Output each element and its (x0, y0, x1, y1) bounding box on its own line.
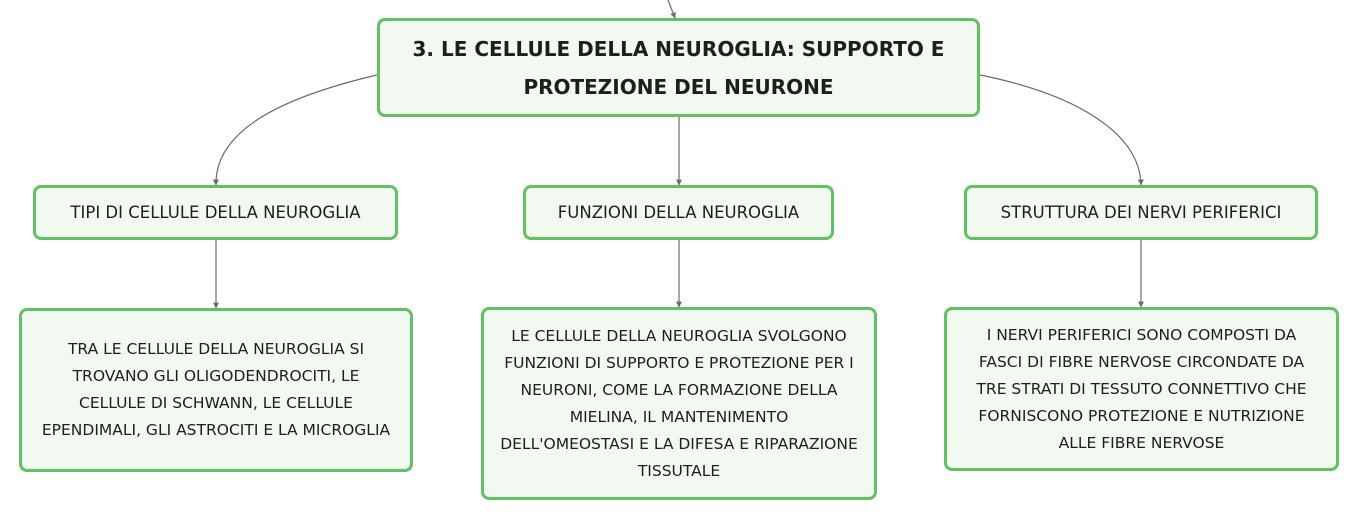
detail-line: DELL'OMEOSTASI E LA DIFESA E RIPARAZIONE (500, 434, 858, 453)
detail-line: FASCI DI FIBRE NERVOSE CIRCONDATE DA (978, 352, 1305, 371)
detail-text: I NERVI PERIFERICI SONO COMPOSTI DA FASC… (976, 322, 1306, 457)
detail-node-struttura-nervi[interactable]: I NERVI PERIFERICI SONO COMPOSTI DA FASC… (944, 307, 1339, 471)
detail-node-funzioni[interactable]: LE CELLULE DELLA NEUROGLIA SVOLGONO FUNZ… (481, 307, 877, 500)
detail-line: TRA LE CELLULE DELLA NEUROGLIA SI (67, 340, 365, 358)
root-title: 3. LE CELLULE DELLA NEUROGLIA: SUPPORTO … (413, 30, 945, 106)
topic-label: TIPI DI CELLULE DELLA NEUROGLIA (70, 203, 361, 222)
detail-line: LE CELLULE DELLA NEUROGLIA SVOLGONO (511, 326, 847, 345)
detail-line: TROVANO GLI OLIGODENDROCITI, LE (72, 367, 360, 385)
detail-line: CELLULE DI SCHWANN, LE CELLULE (79, 394, 353, 412)
topic-label: STRUTTURA DEI NERVI PERIFERICI (1000, 203, 1282, 222)
detail-text: LE CELLULE DELLA NEUROGLIA SVOLGONO FUNZ… (500, 323, 858, 485)
detail-line: FUNZIONI DI SUPPORTO E PROTEZIONE PER I (504, 353, 854, 372)
topic-node-tipi-di-cellule[interactable]: TIPI DI CELLULE DELLA NEUROGLIA (33, 185, 398, 240)
root-node[interactable]: 3. LE CELLULE DELLA NEUROGLIA: SUPPORTO … (377, 18, 980, 117)
root-title-line: PROTEZIONE DEL NEURONE (523, 74, 834, 99)
topic-label: FUNZIONI DELLA NEUROGLIA (557, 203, 800, 222)
connector-root-to-topic-3 (979, 74, 1144, 186)
topic-node-funzioni[interactable]: FUNZIONI DELLA NEUROGLIA (523, 185, 834, 240)
detail-node-tipi-di-cellule[interactable]: TRA LE CELLULE DELLA NEUROGLIA SI TROVAN… (19, 308, 413, 472)
connector-root-to-topic-1 (212, 74, 378, 186)
detail-line: MIELINA, IL MANTENIMENTO (569, 407, 789, 426)
detail-line: TISSUTALE (637, 461, 721, 480)
detail-line: ALLE FIBRE NERVOSE (1058, 433, 1225, 452)
detail-line: EPENDIMALI, GLI ASTROCITI E LA MICROGLIA (41, 421, 391, 439)
detail-line: NEURONI, COME LA FORMAZIONE DELLA (520, 380, 838, 399)
topic-node-struttura-nervi[interactable]: STRUTTURA DEI NERVI PERIFERICI (964, 185, 1318, 240)
connector-parent-to-root (667, 0, 676, 19)
root-title-line: 3. LE CELLULE DELLA NEUROGLIA: SUPPORTO … (412, 36, 945, 61)
detail-line: FORNISCONO PROTEZIONE E NUTRIZIONE (978, 406, 1305, 425)
detail-line: I NERVI PERIFERICI SONO COMPOSTI DA (986, 325, 1297, 344)
detail-text: TRA LE CELLULE DELLA NEUROGLIA SI TROVAN… (42, 336, 390, 444)
detail-line: TRE STRATI DI TESSUTO CONNETTIVO CHE (976, 379, 1307, 398)
